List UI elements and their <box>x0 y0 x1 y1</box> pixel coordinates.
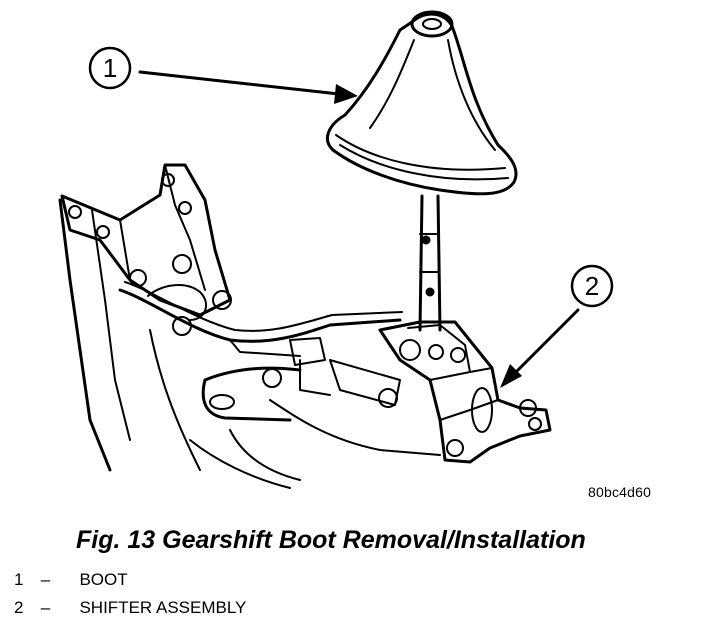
gearshift-diagram: 1 2 <box>58 10 614 489</box>
leader-line-boot <box>138 70 358 104</box>
legend-item-number: 2 <box>14 598 24 617</box>
transmission-housing <box>58 198 441 489</box>
gearshift-boot <box>325 10 518 196</box>
mounting-bracket <box>60 163 232 336</box>
callout-2-marker: 2 <box>570 264 614 308</box>
legend-item-label: SHIFTER ASSEMBLY <box>79 598 247 617</box>
shift-cables <box>118 281 403 408</box>
shift-lever <box>418 194 442 332</box>
image-reference-code: 80bc4d60 <box>588 484 652 500</box>
figure-caption: Fig. 13 Gearshift Boot Removal/Installat… <box>76 526 586 554</box>
legend-item-separator: – <box>40 598 51 617</box>
leader-line-shifter <box>500 308 580 388</box>
shifter-assembly <box>378 320 552 464</box>
callout-1-number: 1 <box>103 53 117 83</box>
legend-item-label: BOOT <box>79 570 128 589</box>
callout-legend: 1 – BOOT 2 – SHIFTER ASSEMBLY <box>14 566 246 622</box>
legend-item-separator: – <box>40 570 51 589</box>
legend-item: 2 – SHIFTER ASSEMBLY <box>14 594 246 622</box>
callout-2-number: 2 <box>585 271 599 301</box>
callout-1-marker: 1 <box>88 46 132 90</box>
legend-item-number: 1 <box>14 570 24 589</box>
legend-item: 1 – BOOT <box>14 566 246 594</box>
